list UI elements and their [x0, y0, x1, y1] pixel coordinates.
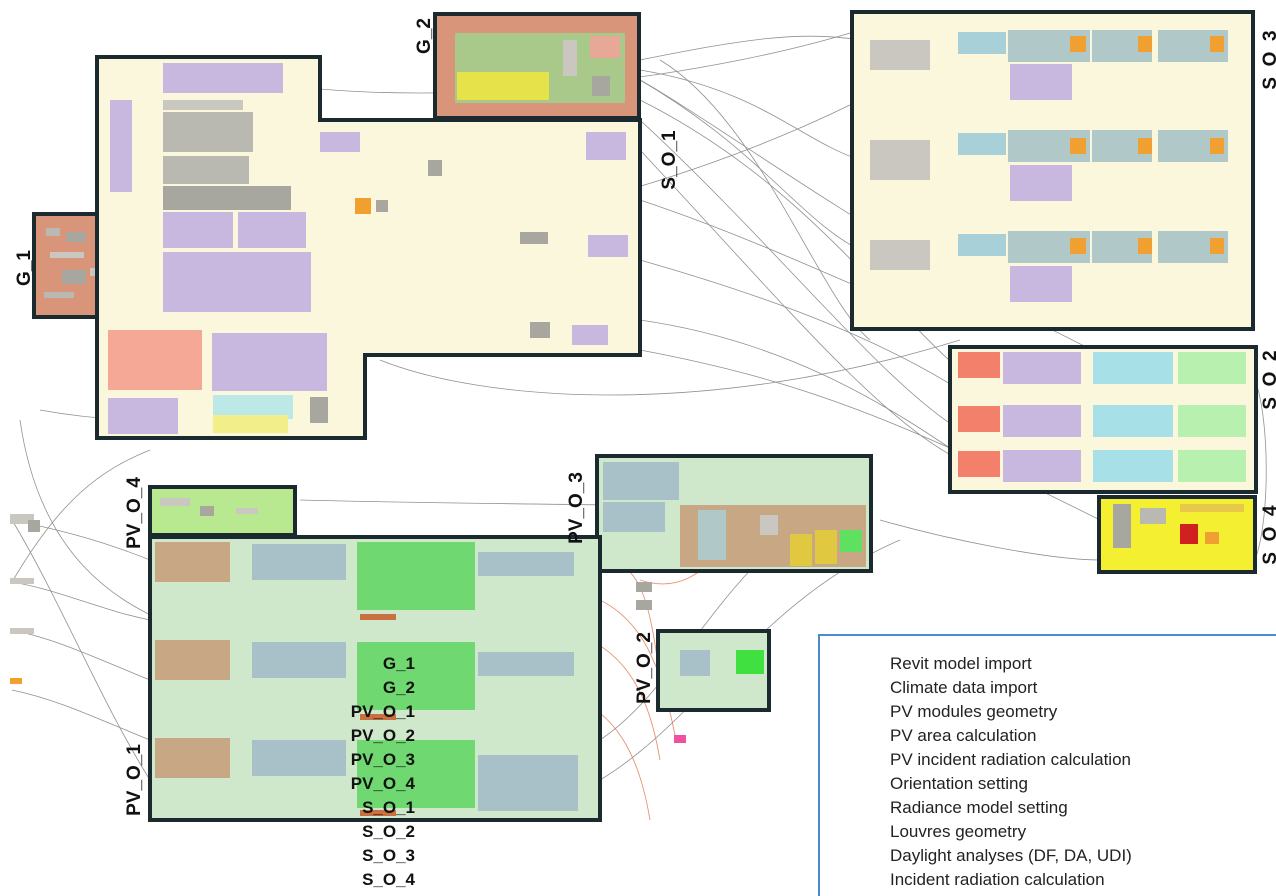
- label-s-o-2: S_O_2: [1260, 350, 1276, 409]
- label-g-1: G_1: [14, 250, 35, 286]
- group-pv-o-3: [595, 454, 873, 573]
- legend-code: S_O_4: [362, 870, 415, 889]
- legend-desc: PV area calculation: [890, 726, 1037, 745]
- group-s-o-2: [948, 345, 1258, 494]
- label-s-o-4: S_O_4: [1260, 505, 1276, 565]
- legend-code: S_O_2: [362, 822, 415, 841]
- legend-desc: PV modules geometry: [890, 702, 1058, 721]
- legend-code: PV_O_2: [350, 726, 415, 745]
- label-s-o-3: S_O_3: [1260, 30, 1276, 89]
- label-pv-o-4: PV_O_4: [124, 477, 145, 549]
- legend-code: PV_O_4: [350, 774, 415, 793]
- label-g-2: G_2: [414, 18, 435, 54]
- group-pv-o-4: [148, 485, 297, 537]
- label-pv-o-1: PV_O_1: [124, 744, 145, 816]
- group-pv-o-1: [148, 535, 602, 822]
- legend-desc: PV incident radiation calculation: [890, 750, 1131, 769]
- legend-desc: Climate data import: [890, 678, 1038, 697]
- label-pv-o-2: PV_O_2: [634, 632, 655, 704]
- legend-desc: Orientation setting: [890, 774, 1028, 793]
- legend-box: G_1 Revit model import G_2 Climate data …: [351, 634, 1276, 896]
- legend-desc: Daylight analyses (DF, DA, UDI): [890, 846, 1132, 865]
- group-labels: G_1 G_2 S_O_1 S_O_2 S_O_3 S_O_4 PV_O_1 P…: [14, 18, 1276, 816]
- legend-desc: Radiance model setting: [890, 798, 1068, 817]
- group-s-o-3: [850, 10, 1255, 331]
- legend-code: S_O_3: [362, 846, 415, 865]
- label-pv-o-3: PV_O_3: [566, 472, 587, 544]
- legend-code: G_2: [382, 678, 415, 697]
- group-s-o-1: [95, 55, 642, 440]
- loose-nodes: [10, 514, 686, 743]
- legend-desc: Incident radiation calculation: [890, 870, 1105, 889]
- legend-code: S_O_1: [362, 798, 415, 817]
- label-s-o-1: S_O_1: [659, 130, 680, 190]
- legend-desc: Revit model import: [890, 654, 1032, 673]
- group-s-o-4: [1097, 495, 1257, 574]
- legend-code: G_1: [382, 654, 415, 673]
- legend-desc: Louvres geometry: [890, 822, 1027, 841]
- legend-code: PV_O_1: [350, 702, 415, 721]
- group-pv-o-2: [656, 629, 771, 712]
- legend-code: PV_O_3: [350, 750, 415, 769]
- group-g-2: [433, 12, 641, 120]
